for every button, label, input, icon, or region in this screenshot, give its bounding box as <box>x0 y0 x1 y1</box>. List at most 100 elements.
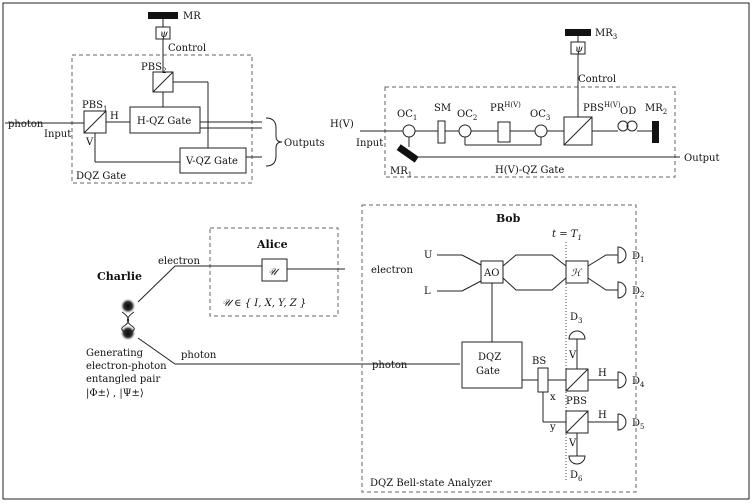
pr-element <box>497 121 511 143</box>
charlie-title: Charlie <box>97 270 142 283</box>
psi-symbol: ψ <box>160 29 168 40</box>
hv-pbs-diagonal <box>563 116 593 146</box>
ao-label: AO <box>483 268 499 279</box>
mr2-mirror <box>652 121 659 143</box>
d1-path <box>587 254 618 267</box>
hv-qz-gate-panel: MR3 ψ Control H(V) Input OC1 MR1 Output … <box>330 28 720 179</box>
control-label: Control <box>168 43 206 54</box>
bob-title: Bob <box>496 212 521 225</box>
charlie-line2: electron-photon <box>86 361 167 372</box>
photon-label-charlie: photon <box>181 350 217 361</box>
hv-input-text: Input <box>356 138 383 149</box>
lower-h-label: H <box>598 410 607 421</box>
hv-qz-gate-label: H(V)-QZ Gate <box>495 165 564 176</box>
v-qz-gate-label: V-QZ Gate <box>185 156 238 167</box>
bob-panel: Bob t = T1 U L electron AO ℋ D1 D2 photo… <box>361 204 645 493</box>
electron-label: electron <box>158 256 200 267</box>
alice-panel: Alice 𝒰 𝒰 ∈ { I, X, Y, Z } <box>209 227 339 317</box>
hv-input-label: H(V) <box>330 119 354 130</box>
v-label: V <box>85 137 94 148</box>
pbs1-diagonal <box>83 110 107 134</box>
detector-d6 <box>568 455 586 465</box>
upper-h-label: H <box>598 368 607 379</box>
detector-d1 <box>617 246 627 264</box>
bob-dqz-label-1: DQZ <box>478 352 501 363</box>
od-loop-1 <box>617 120 629 132</box>
outputs-label: Outputs <box>284 138 325 149</box>
dqz-gate-label: DQZ Gate <box>76 171 126 182</box>
photon-label: photon <box>8 119 44 130</box>
detector-d2 <box>617 281 627 299</box>
l-label: L <box>424 286 431 297</box>
bob-dqz-gate-box <box>461 341 523 389</box>
bob-analyzer-label: DQZ Bell-state Analyzer <box>370 478 492 489</box>
alice-u-symbol: 𝒰 <box>268 267 280 278</box>
h-label: H <box>110 111 119 122</box>
d2-path <box>587 277 618 291</box>
d1-label: D1 <box>632 251 645 264</box>
upper-v-label: V <box>568 350 577 361</box>
h-qz-gate-box <box>129 106 201 134</box>
mr-mirror <box>148 12 178 19</box>
lower-pbs-diagonal <box>565 410 589 434</box>
lower-path <box>502 277 567 291</box>
pbs2-label: PBS2 <box>141 62 166 75</box>
hv-qz-gate-frame <box>384 86 676 178</box>
hv-control-label: Control <box>578 74 616 85</box>
outputs-brace <box>265 117 283 167</box>
alice-frame <box>209 227 339 317</box>
d2-label: D2 <box>632 286 645 299</box>
pbs-label: PBS <box>566 396 587 407</box>
alice-u-box <box>261 258 288 282</box>
upper-pbs-diagonal <box>565 368 589 392</box>
hv-pbs-label: PBSH(V) <box>583 101 621 114</box>
entangle-twist-1 <box>121 311 129 334</box>
mr3-mirror <box>565 29 591 36</box>
bob-dqz-label-2: Gate <box>476 366 500 377</box>
oc3-circulator <box>534 124 548 138</box>
detector-d3 <box>568 330 586 340</box>
charlie-line4: |Φ±⟩ , |Ψ±⟩ <box>86 388 144 399</box>
od-loop-2 <box>626 120 638 132</box>
electron-line-to-alice <box>137 265 262 303</box>
bs-label: BS <box>532 356 546 367</box>
upper-path <box>502 254 567 267</box>
y-label: y <box>549 422 556 433</box>
u-label: U <box>424 250 432 261</box>
v-qz-gate-box <box>179 147 247 174</box>
oc3-label: OC3 <box>530 109 550 122</box>
d4-label: D4 <box>632 376 645 389</box>
oc1-circulator <box>402 124 416 138</box>
time-label: t = T1 <box>552 229 582 242</box>
d6-label: D6 <box>570 470 583 483</box>
x-label: x <box>550 392 556 403</box>
entangle-twist-2 <box>127 311 135 334</box>
alice-title: Alice <box>256 238 288 251</box>
sm-element <box>437 120 446 144</box>
mr1-label: MR1 <box>390 166 412 179</box>
d3-label: D3 <box>570 312 583 325</box>
electron-label-bob: electron <box>371 265 413 276</box>
bs-element <box>537 367 549 393</box>
pr-label: PRH(V) <box>490 101 521 114</box>
oc2-circulator <box>458 124 472 138</box>
hv-output-label: Output <box>684 153 720 164</box>
detector-d4 <box>617 371 627 389</box>
charlie-line3: entangled pair <box>86 374 160 385</box>
charlie-line1: Generating <box>86 348 144 359</box>
mr1-mirror <box>396 144 419 163</box>
charlie-panel: Charlie electron photon Generating elect… <box>86 256 460 399</box>
h-qz-gate-label: H-QZ Gate <box>137 116 191 127</box>
mr2-label: MR2 <box>645 103 667 116</box>
oc2-label: OC2 <box>457 109 477 122</box>
d5-label: D5 <box>632 418 645 431</box>
photon-label-bob: photon <box>372 360 408 371</box>
h-gate-box <box>565 260 589 284</box>
hv-psi-symbol: ψ <box>575 44 583 55</box>
oc1-label: OC1 <box>397 109 417 122</box>
l-input-diag <box>461 280 482 292</box>
lower-v-label: V <box>568 438 577 449</box>
